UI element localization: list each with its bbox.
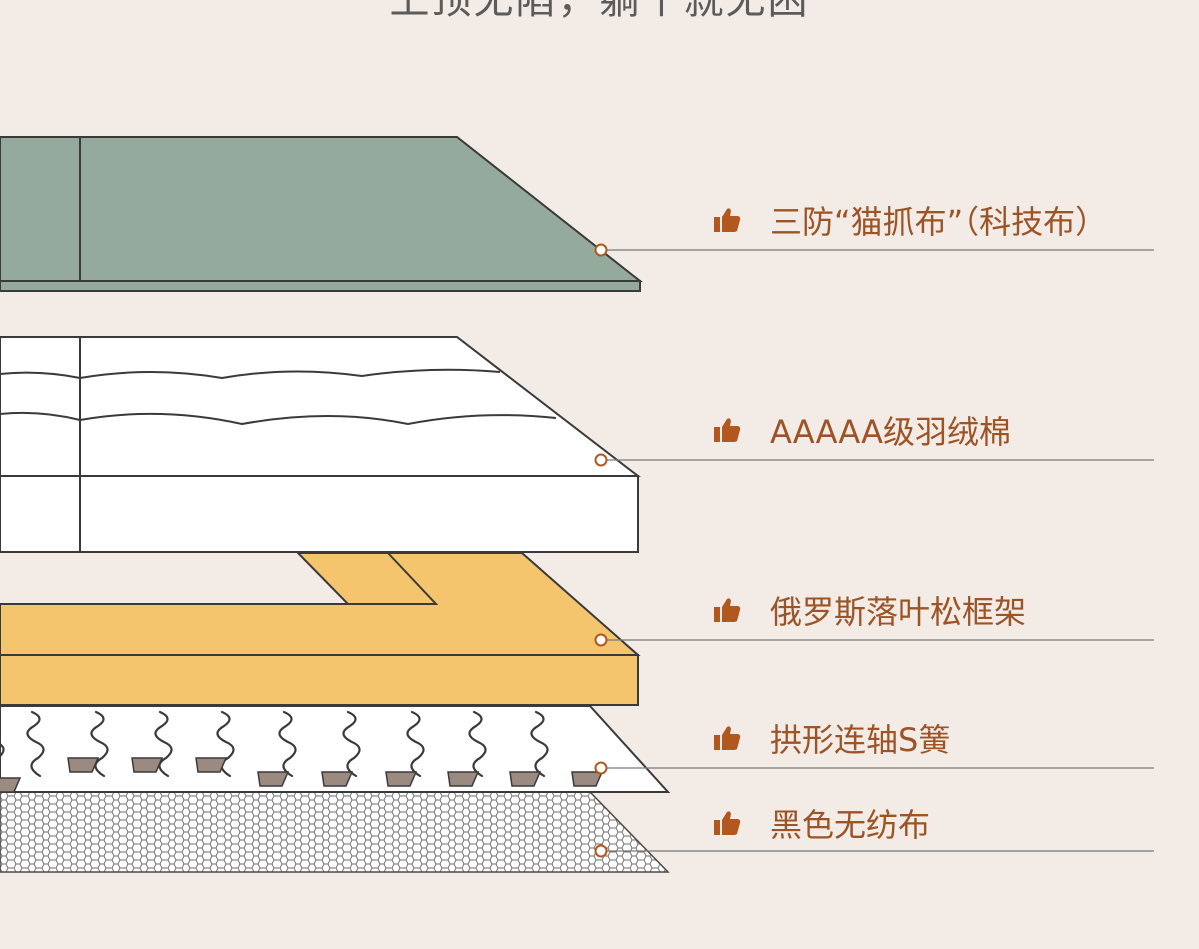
thumbs-up-icon	[714, 208, 741, 232]
nonwoven-fabric-layer	[0, 791, 670, 873]
layer-label-nonwoven: 黑色无纺布	[712, 803, 931, 844]
layer-label-text: 拱形连轴S簧	[770, 721, 951, 759]
layer-label-s-spring: 拱形连轴S簧	[712, 718, 951, 759]
layer-label-down-cotton: AAAAA级羽绒棉	[712, 410, 1012, 451]
layer-label-larch-frame: 俄罗斯落叶松框架	[712, 590, 1027, 631]
down-cotton-layer	[0, 336, 641, 553]
tech-fabric-layer	[0, 136, 643, 292]
thumbs-up-icon	[714, 598, 741, 622]
layer-label-tech-fabric: 三防“猫抓布”（科技布）	[712, 200, 1108, 241]
thumbs-up-icon	[714, 726, 741, 750]
layer-label-text: AAAAA级羽绒棉	[770, 413, 1012, 451]
page-heading: 上顶无陷，躺个就无困	[389, 0, 810, 23]
thumbs-up-icon	[714, 811, 741, 835]
s-spring-layer	[0, 705, 671, 793]
layer-label-text: 三防“猫抓布”（科技布）	[770, 203, 1108, 241]
thumbs-up-icon	[714, 418, 741, 442]
leader-lines	[606, 249, 1154, 852]
layer-label-text: 俄罗斯落叶松框架	[770, 593, 1027, 631]
larch-frame-layer	[0, 552, 641, 706]
layer-label-text: 黑色无纺布	[770, 806, 931, 844]
leader-dots	[594, 243, 608, 858]
